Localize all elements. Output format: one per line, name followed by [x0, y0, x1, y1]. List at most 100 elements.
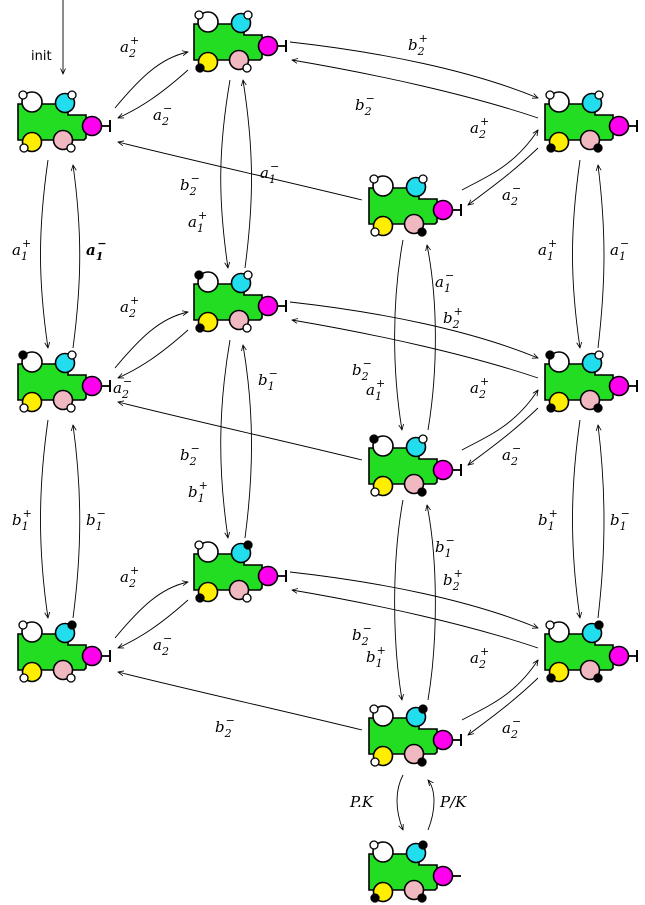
- label-base: b: [188, 483, 198, 501]
- a1-site: [195, 271, 203, 279]
- label-sub: 1: [548, 520, 555, 533]
- magenta-port: [434, 201, 453, 220]
- label-base: a: [435, 273, 444, 291]
- label-b2p: b2+: [443, 567, 463, 593]
- label-base: b: [180, 446, 190, 464]
- label-sup: +: [130, 564, 139, 577]
- label-sub: 2: [161, 115, 169, 128]
- label-b2p: b2+: [443, 305, 463, 331]
- label-a2p: a2+: [120, 294, 139, 320]
- edge-a1p-n1-n5: [41, 160, 49, 348]
- label-a1p: a1+: [366, 377, 385, 403]
- magenta-port: [610, 117, 629, 136]
- label-b1m: b1−: [86, 507, 106, 533]
- label-base: a: [153, 106, 162, 124]
- b1-site: [20, 674, 28, 682]
- a2-site: [595, 91, 603, 99]
- label-sup: −: [512, 442, 521, 455]
- label-sub: 1: [197, 222, 204, 235]
- label-sub: 2: [510, 455, 518, 468]
- label-sub: 1: [21, 250, 28, 263]
- label-sub: 2: [452, 580, 460, 593]
- state-node-n7: [545, 351, 637, 412]
- b1-site: [547, 144, 555, 152]
- edge-b2m-col2-a: [221, 80, 230, 268]
- a1-site: [370, 841, 378, 849]
- a1-site: [19, 621, 27, 629]
- label-a2m: a2−: [502, 182, 521, 208]
- b2-site: [594, 144, 602, 152]
- label-sup: −: [123, 375, 132, 388]
- edge-b2m-n11-n10: [292, 590, 538, 648]
- label-sup: −: [620, 237, 629, 250]
- label-sub: 2: [128, 577, 136, 590]
- label-b2m: b2−: [180, 442, 200, 468]
- edge-a1m-n4-n1: [118, 142, 362, 200]
- edge-b2p-n10-n11: [290, 572, 538, 628]
- label-sup: +: [549, 507, 558, 520]
- label-a2m: a2−: [153, 102, 172, 128]
- label-sub: 2: [361, 635, 369, 648]
- b2-site: [67, 674, 75, 682]
- edge-a1p-col2-a: [243, 80, 252, 268]
- b1-site: [20, 144, 28, 152]
- b2-site: [594, 404, 602, 412]
- label-a1m: a1−: [86, 237, 107, 263]
- a2-site: [68, 351, 76, 359]
- label-base: a: [113, 379, 122, 397]
- label-base: a: [120, 38, 129, 56]
- label-a2m: a2−: [153, 632, 172, 658]
- magenta-port: [610, 647, 629, 666]
- label-sup: +: [22, 237, 31, 250]
- label-b1p: b1+: [366, 644, 386, 670]
- state-node-n9: [18, 621, 110, 682]
- b1-site: [371, 488, 379, 496]
- label-sub: 2: [121, 388, 129, 401]
- label-sub: 2: [364, 105, 372, 118]
- a2-site: [419, 841, 427, 849]
- label-sup: −: [191, 172, 200, 185]
- edge-a1p-col4-a: [573, 160, 581, 348]
- label-sub: 1: [198, 492, 205, 505]
- label-sub: 1: [96, 520, 103, 533]
- label-sup: +: [376, 377, 385, 390]
- b1-site: [371, 758, 379, 766]
- edge-a2m-n6-n5: [118, 330, 188, 378]
- label-sub: 1: [376, 657, 383, 670]
- label-sup: +: [480, 115, 489, 128]
- nodes: [18, 11, 637, 902]
- label-sub: 2: [417, 45, 425, 58]
- label-base: b: [355, 96, 365, 114]
- label-sup: −: [269, 367, 278, 380]
- label-sub: 2: [478, 388, 486, 401]
- label-sub: 2: [161, 645, 169, 658]
- label-sub: 2: [478, 128, 486, 141]
- label-base: a: [502, 719, 511, 737]
- label-base: b: [215, 718, 225, 736]
- label-sup: −: [621, 507, 630, 520]
- label-sup: −: [191, 442, 200, 455]
- magenta-port: [83, 117, 102, 136]
- label-sup: −: [512, 182, 521, 195]
- label-b2m: b2−: [352, 622, 372, 648]
- label-a1m: a1−: [260, 160, 279, 186]
- b2-site: [67, 404, 75, 412]
- a1-site: [195, 11, 203, 19]
- b1-site: [196, 324, 204, 332]
- edge-a2m-n8-n5: [118, 402, 362, 460]
- label-base: a: [502, 186, 511, 204]
- label-sub: 1: [22, 520, 29, 533]
- state-node-n1: [18, 91, 110, 152]
- label-base: b: [86, 511, 96, 529]
- a1-site: [546, 91, 554, 99]
- label-sup: −: [97, 237, 106, 250]
- label-a1m: a1−: [610, 237, 629, 263]
- edge-b1m-n9-n5: [73, 425, 80, 618]
- a2-site: [419, 435, 427, 443]
- label-b1m: b1−: [435, 534, 455, 560]
- a1-site: [370, 435, 378, 443]
- magenta-port: [434, 731, 453, 750]
- label-sub: 1: [269, 173, 276, 186]
- edge-b1p-col4-b: [573, 420, 581, 618]
- b1-site: [196, 594, 204, 602]
